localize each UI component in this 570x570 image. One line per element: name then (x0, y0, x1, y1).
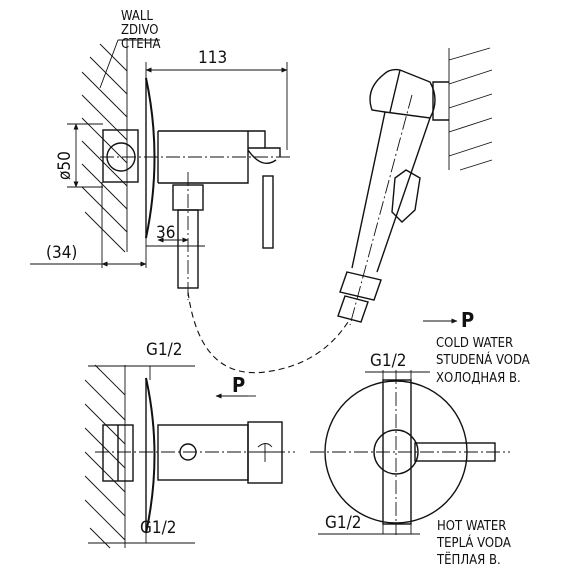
dimension-length: 113 (198, 48, 227, 68)
thread-label-side-bottom: G1/2 (140, 518, 176, 538)
side-view-bottom: G1/2 G1/2 P (84, 340, 295, 549)
valve-body-bottom (157, 424, 249, 481)
wall-hatch-bottom (84, 364, 126, 549)
flow-marker-bottom: P (232, 373, 245, 397)
flow-marker-cold: P (461, 308, 474, 332)
hand-shower (187, 47, 493, 374)
dimension-diameter: ø50 (55, 151, 75, 180)
thread-label-front-bottom: G1/2 (325, 513, 361, 533)
valve-body-top (158, 130, 281, 157)
dimension-depth: (34) (46, 243, 77, 263)
handle-right (376, 117, 431, 273)
cold-water-en: COLD WATER (436, 336, 513, 351)
handle-left (351, 111, 386, 269)
shower-head (369, 68, 436, 119)
cold-water-ru: ХОЛОДНАЯ В. (436, 371, 521, 386)
hot-water-ru: ТЁПЛАЯ В. (436, 552, 501, 568)
rosette-bottom (145, 377, 156, 534)
wall-label-cz: ZDIVO (121, 23, 158, 38)
hot-water-en: HOT WATER (437, 519, 506, 534)
hot-water-cz: TEPLÁ VODA (436, 535, 511, 551)
dimension-spacing: 36 (156, 223, 175, 243)
lever-hub (373, 429, 419, 475)
wall-label-leader (99, 39, 119, 89)
outlet-connector (247, 421, 283, 484)
side-view-top: WALL ZDIVO СТЕНА 113 ø50 (30, 9, 290, 300)
hose-collar (339, 271, 382, 301)
thread-label-front-top: G1/2 (370, 351, 406, 371)
wall-label-ru: СТЕНА (121, 37, 161, 52)
holder-bracket (432, 81, 449, 121)
hose (187, 291, 349, 374)
wall-label-en: WALL (121, 9, 153, 24)
wall-hatch-right (448, 47, 493, 171)
trigger (391, 169, 421, 223)
thread-label-side-top: G1/2 (146, 340, 182, 360)
wall-hatch-top (81, 40, 128, 253)
wall-box (102, 129, 139, 183)
rosette (145, 77, 156, 239)
hose-end (337, 295, 369, 323)
front-view: G1/2 G1/2 P COLD WATER STUDENÁ VODA ХОЛО… (310, 308, 530, 568)
cold-water-cz: STUDENÁ VODA (436, 352, 530, 368)
valve-lever (262, 175, 274, 249)
